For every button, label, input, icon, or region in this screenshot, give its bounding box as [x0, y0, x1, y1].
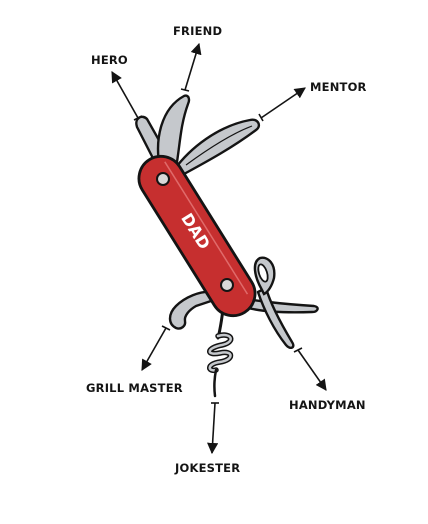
grill-master-arrow [141, 327, 167, 371]
jokester-label: JOKESTER [175, 461, 241, 475]
jokester-arrow [207, 402, 219, 455]
handyman-arrow [297, 349, 327, 391]
friend-arrow [184, 42, 202, 91]
jokester-corkscrew [207, 298, 234, 398]
handyman-label: HANDYMAN [289, 398, 366, 412]
mentor-arrow [260, 87, 306, 119]
friend-blade [156, 94, 191, 170]
grill-master-opener [168, 290, 222, 330]
top-rivet [156, 172, 170, 186]
friend-label: FRIEND [173, 24, 223, 38]
grill-master-label: GRILL MASTER [86, 381, 183, 395]
hero-arrow [111, 71, 139, 119]
mentor-blade [172, 118, 261, 176]
mentor-label: MENTOR [310, 80, 367, 94]
hero-label: HERO [91, 53, 128, 67]
bottom-rivet [220, 278, 234, 292]
knife-handle: DAD [137, 154, 257, 318]
